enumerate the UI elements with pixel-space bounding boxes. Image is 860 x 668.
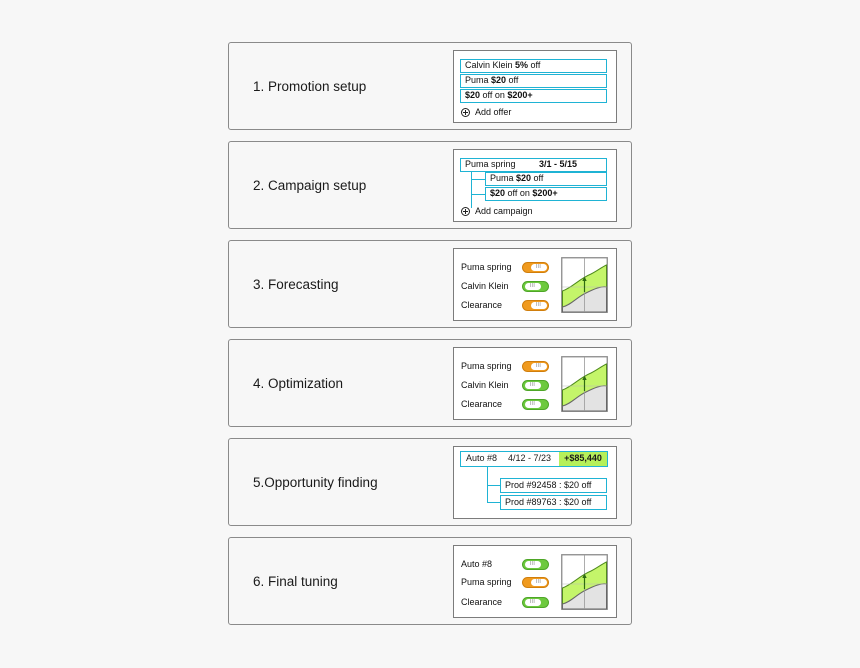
step-opportunity-finding: 5.Opportunity finding Auto #8 4/12 - 7/2… (228, 438, 632, 526)
tree-connector (487, 485, 501, 486)
auto-campaign-row[interactable]: Auto #8 4/12 - 7/23 +$85,440 (460, 451, 608, 467)
step-title: 1. Promotion setup (253, 78, 367, 94)
plus-circle-icon (461, 108, 470, 117)
toggle-knob: III (524, 283, 541, 290)
product-row[interactable]: Prod #92458 : $20 off (500, 478, 607, 493)
add-campaign-button[interactable]: Add campaign (461, 206, 533, 217)
campaign-toggle[interactable]: III (522, 559, 549, 570)
product-row[interactable]: Prod #89763 : $20 off (500, 495, 607, 510)
campaign-toggle[interactable]: III (522, 262, 549, 273)
campaign-toggle[interactable]: III (522, 577, 549, 588)
step-title: 3. Forecasting (253, 276, 339, 292)
tree-connector (471, 179, 485, 180)
toggle-knob: III (524, 401, 541, 408)
campaign-label: Puma spring (461, 577, 512, 587)
offer-row[interactable]: Puma $20 off (485, 172, 607, 186)
step-title: 2. Campaign setup (253, 177, 367, 193)
forecast-panel: Puma spring III Calvin Klein III Clearan… (453, 248, 617, 321)
tree-connector (487, 502, 501, 503)
optimization-panel: Puma spring III Calvin Klein III Clearan… (453, 347, 617, 420)
campaign-toggle[interactable]: III (522, 300, 549, 311)
tree-connector (471, 171, 486, 208)
campaign-label: Clearance (461, 399, 503, 409)
tree-connector (471, 194, 485, 195)
campaign-toggle[interactable]: III (522, 380, 549, 391)
campaign-toggle[interactable]: III (522, 399, 549, 410)
campaign-label: Clearance (461, 597, 503, 607)
plus-circle-icon (461, 207, 470, 216)
campaign-toggle[interactable]: III (522, 281, 549, 292)
offer-row[interactable]: $20 off on $200+ (460, 89, 607, 103)
offer-row[interactable]: Calvin Klein 5% off (460, 59, 607, 73)
toggle-knob: III (524, 599, 541, 606)
campaign-toggle[interactable]: III (522, 597, 549, 608)
step-optimization: 4. Optimization Puma spring III Calvin K… (228, 339, 632, 427)
add-offer-button[interactable]: Add offer (461, 107, 511, 118)
toggle-knob: III (524, 561, 541, 568)
forecast-chart (561, 554, 608, 610)
toggle-knob: III (530, 363, 547, 370)
auto-campaign-dates: 4/12 - 7/23 (508, 453, 552, 463)
offer-row[interactable]: Puma $20 off (460, 74, 607, 88)
step-promotion-setup: 1. Promotion setup Calvin Klein 5% off P… (228, 42, 632, 130)
campaign-toggle[interactable]: III (522, 361, 549, 372)
toggle-knob: III (530, 579, 547, 586)
step-title: 5.Opportunity finding (253, 474, 378, 490)
uplift-arrow-head (582, 573, 587, 578)
campaign-label: Calvin Klein (461, 380, 509, 390)
uplift-arrow-head (582, 276, 587, 281)
step-title: 4. Optimization (253, 375, 344, 391)
gain-badge: +$85,440 (559, 452, 607, 466)
campaign-label: Calvin Klein (461, 281, 509, 291)
toggle-knob: III (530, 302, 547, 309)
forecast-chart (561, 257, 608, 313)
add-campaign-label: Add campaign (475, 206, 533, 216)
campaign-label: Clearance (461, 300, 503, 310)
tuning-panel: Auto #8 III Puma spring III Clearance II… (453, 545, 617, 618)
step-forecasting: 3. Forecasting Puma spring III Calvin Kl… (228, 240, 632, 328)
forecast-chart (561, 356, 608, 412)
toggle-knob: III (524, 382, 541, 389)
campaign-label: Puma spring (461, 361, 512, 371)
offer-row[interactable]: $20 off on $200+ (485, 187, 607, 201)
toggle-knob: III (530, 264, 547, 271)
campaign-label: Auto #8 (461, 559, 493, 569)
step-final-tuning: 6. Final tuning Auto #8 III Puma spring … (228, 537, 632, 625)
step-title: 6. Final tuning (253, 573, 338, 589)
add-offer-label: Add offer (475, 107, 512, 117)
auto-campaign-name: Auto #8 (466, 453, 498, 463)
uplift-arrow-head (582, 375, 587, 380)
promotion-panel: Calvin Klein 5% off Puma $20 off $20 off… (453, 50, 617, 123)
campaign-label: Puma spring (461, 262, 512, 272)
opportunity-panel: Auto #8 4/12 - 7/23 +$85,440 Prod #92458… (453, 446, 617, 519)
